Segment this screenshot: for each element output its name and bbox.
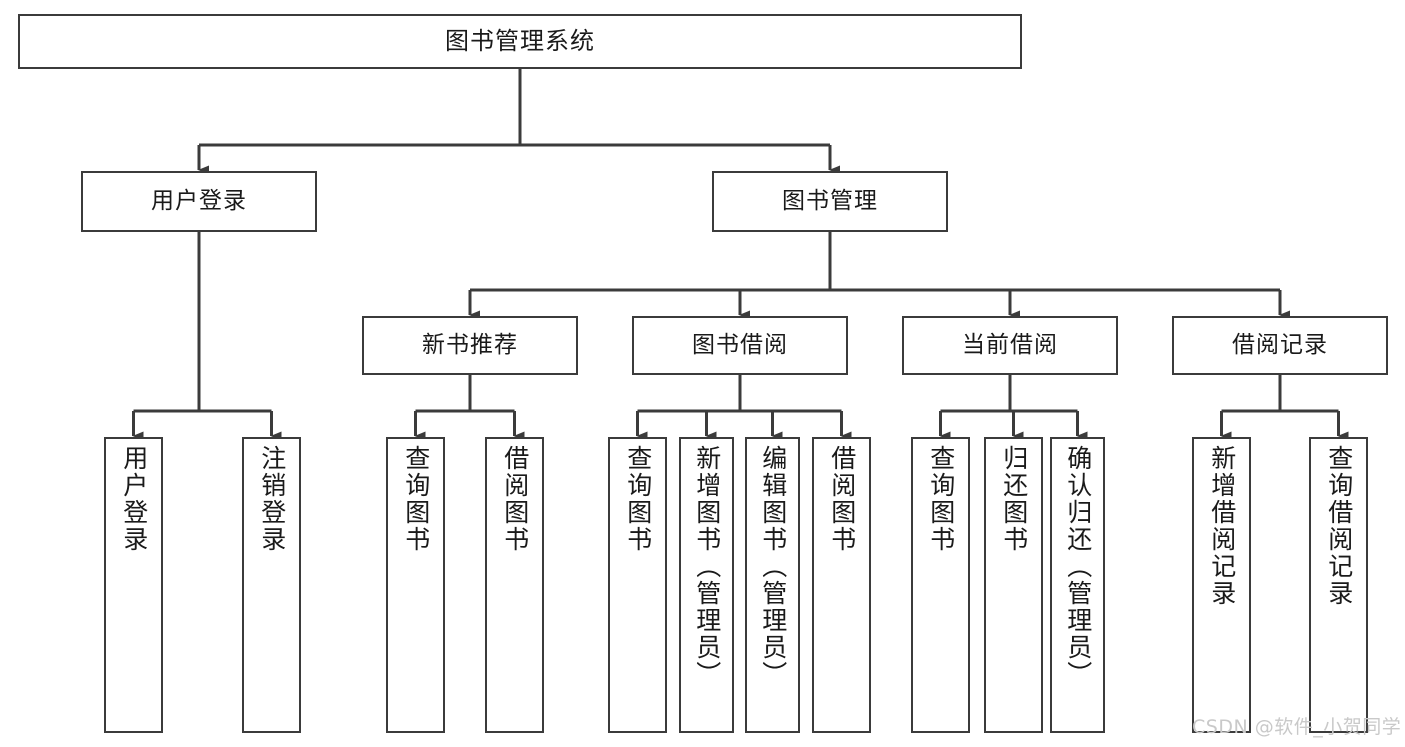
node-user-login[interactable]: 用户登录	[81, 171, 317, 232]
leaf-node-borrow-book-recommend[interactable]: 借阅图书	[485, 437, 544, 733]
node-new-book-recommend[interactable]: 新书推荐	[362, 316, 578, 375]
leaf-node-user-login[interactable]: 用户登录	[104, 437, 163, 733]
leaf-node-query-book-current[interactable]: 查询图书	[911, 437, 970, 733]
csdn-watermark: CSDN @软件_小贺同学	[1192, 716, 1402, 738]
node-book-borrow[interactable]: 图书借阅	[632, 316, 848, 375]
leaf-node-query-borrow-record[interactable]: 查询借阅记录	[1309, 437, 1368, 733]
leaf-node-add-borrow-record[interactable]: 新增借阅记录	[1192, 437, 1251, 733]
leaf-node-query-book-borrow[interactable]: 查询图书	[608, 437, 667, 733]
leaf-node-borrow-book[interactable]: 借阅图书	[812, 437, 871, 733]
leaf-node-add-book-admin[interactable]: 新增图书（管理员）	[679, 437, 734, 733]
leaf-node-return-book[interactable]: 归还图书	[984, 437, 1043, 733]
node-borrow-record[interactable]: 借阅记录	[1172, 316, 1388, 375]
leaf-node-query-book-recommend[interactable]: 查询图书	[386, 437, 445, 733]
leaf-node-confirm-return-admin[interactable]: 确认归还（管理员）	[1050, 437, 1105, 733]
leaf-node-edit-book-admin[interactable]: 编辑图书（管理员）	[745, 437, 800, 733]
node-current-borrow[interactable]: 当前借阅	[902, 316, 1118, 375]
node-root-system[interactable]: 图书管理系统	[18, 14, 1022, 69]
leaf-node-logout[interactable]: 注销登录	[242, 437, 301, 733]
node-book-management[interactable]: 图书管理	[712, 171, 948, 232]
